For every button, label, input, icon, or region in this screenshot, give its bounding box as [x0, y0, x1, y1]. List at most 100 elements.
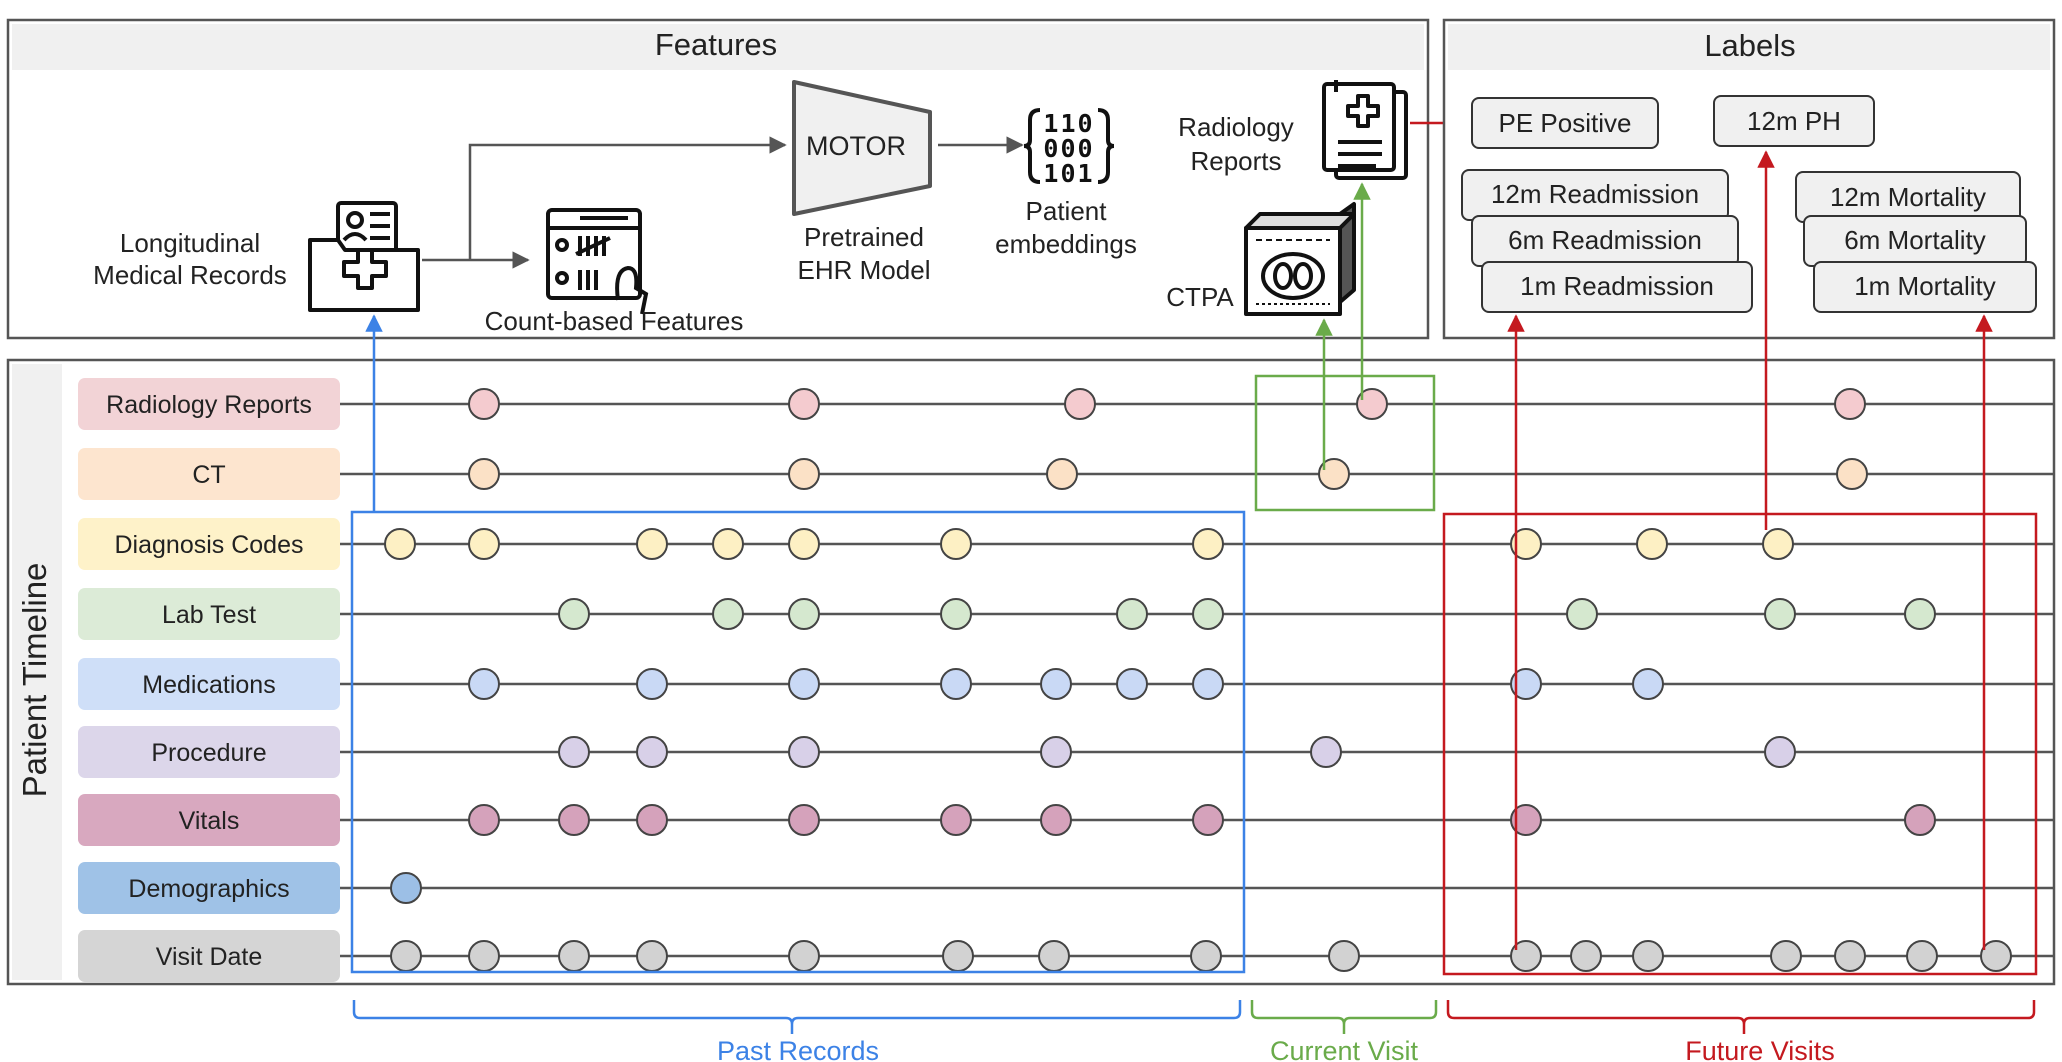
current-visit-label: Current Visit: [1270, 1036, 1419, 1062]
event-dot-ct: [1836, 458, 1868, 490]
event-dot-vitals: [1904, 804, 1936, 836]
event-dot-medications: [1116, 668, 1148, 700]
row-label-vitals: [78, 794, 340, 846]
row-label-demographics: [78, 862, 340, 914]
event-dot-lab-test: [1116, 598, 1148, 630]
features-title: Features: [655, 27, 777, 62]
current-visit-brace: [1250, 1000, 1438, 1034]
event-dot-visit-date: [1328, 940, 1360, 972]
longitudinal-label-line1: Longitudinal: [120, 228, 260, 258]
event-dot-diagnosis-codes: [1510, 528, 1542, 560]
radiology-label-line2: Reports: [1190, 146, 1281, 176]
event-dot-medications: [1040, 668, 1072, 700]
event-dot-visit-date: [468, 940, 500, 972]
embeddings-label-line1: Patient: [1026, 196, 1108, 226]
count-features-label: Count-based Features: [485, 306, 744, 336]
row-label-text-diagnosis-codes: Diagnosis Codes: [115, 531, 304, 559]
event-dot-vitals: [788, 804, 820, 836]
past-records-brace: [352, 1000, 1242, 1034]
medical-folder-icon: [308, 201, 420, 312]
event-dot-lab-test: [940, 598, 972, 630]
motor-model-block: MOTOR: [792, 80, 932, 216]
ctpa-scanner-icon: [1244, 202, 1356, 316]
event-dot-visit-date: [1632, 940, 1664, 972]
event-dot-vitals: [558, 804, 590, 836]
pretrained-label-line2: EHR Model: [798, 255, 931, 285]
label-12m-ph-text: 12m PH: [1747, 106, 1841, 136]
event-dot-medications: [1192, 668, 1224, 700]
timeline-panel: Patient Timeline Radiology ReportsCTDiag…: [6, 358, 2056, 986]
row-label-text-demographics: Demographics: [128, 875, 289, 903]
radiology-label-line1: Radiology: [1178, 112, 1294, 142]
label-1m-mortality: 1m Mortality: [1854, 271, 1996, 301]
row-label-radiology-reports: [78, 378, 340, 430]
row-label-text-vitals: Vitals: [179, 807, 240, 835]
event-dot-lab-test: [788, 598, 820, 630]
event-dot-vitals: [468, 804, 500, 836]
labels-title: Labels: [1704, 28, 1795, 63]
pretrained-label-line1: Pretrained: [804, 222, 924, 252]
timeline-axis-label: Patient Timeline: [16, 563, 53, 798]
event-dot-procedure: [788, 736, 820, 768]
row-label-visit-date: [78, 930, 340, 982]
event-dot-visit-date: [942, 940, 974, 972]
event-dot-visit-date: [1190, 940, 1222, 972]
longitudinal-label-line2: Medical Records: [93, 260, 287, 290]
event-dot-diagnosis-codes: [1192, 528, 1224, 560]
event-dot-radiology-reports: [468, 388, 500, 420]
ctpa-label: CTPA: [1166, 282, 1234, 312]
event-dot-medications: [788, 668, 820, 700]
event-dot-lab-test: [1192, 598, 1224, 630]
label-6m-mortality: 6m Mortality: [1844, 225, 1986, 255]
event-dot-procedure: [636, 736, 668, 768]
event-dot-lab-test: [1566, 598, 1598, 630]
event-dot-visit-date: [1038, 940, 1070, 972]
event-dot-radiology-reports: [1064, 388, 1096, 420]
event-dot-demographics: [390, 872, 422, 904]
label-6m-readmission: 6m Readmission: [1508, 225, 1702, 255]
event-dot-diagnosis-codes: [940, 528, 972, 560]
event-dot-diagnosis-codes: [1636, 528, 1668, 560]
future-visits-brace: [1446, 1000, 2036, 1034]
event-dot-visit-date: [1906, 940, 1938, 972]
event-dot-visit-date: [1570, 940, 1602, 972]
event-dot-vitals: [636, 804, 668, 836]
row-label-text-ct: CT: [192, 461, 225, 489]
row-label-procedure: [78, 726, 340, 778]
row-label-text-visit-date: Visit Date: [156, 943, 263, 971]
tally-board-icon: [546, 208, 649, 315]
mortality-stack: 12m Mortality 6m Mortality 1m Mortality: [1795, 171, 2037, 313]
label-12m-readmission: 12m Readmission: [1491, 179, 1699, 209]
event-dot-radiology-reports: [1356, 388, 1388, 420]
current-visit-box: [1254, 374, 1436, 512]
event-dot-lab-test: [1904, 598, 1936, 630]
event-dot-vitals: [1510, 804, 1542, 836]
future-visits-box: [1442, 512, 2038, 976]
event-dot-ct: [468, 458, 500, 490]
event-dot-lab-test: [558, 598, 590, 630]
event-dot-radiology-reports: [788, 388, 820, 420]
row-label-diagnosis-codes: [78, 518, 340, 570]
event-dot-diagnosis-codes: [1762, 528, 1794, 560]
event-dot-vitals: [1040, 804, 1072, 836]
event-dot-ct: [1046, 458, 1078, 490]
event-dot-visit-date: [636, 940, 668, 972]
event-dot-procedure: [1764, 736, 1796, 768]
event-dot-medications: [940, 668, 972, 700]
event-dot-visit-date: [1834, 940, 1866, 972]
event-dot-diagnosis-codes: [788, 528, 820, 560]
event-dot-lab-test: [712, 598, 744, 630]
readmission-stack: 12m Readmission 6m Readmission 1m Readmi…: [1461, 169, 1753, 313]
binary-row-3: 101: [1043, 159, 1094, 188]
event-dot-ct: [788, 458, 820, 490]
event-dot-visit-date: [1510, 940, 1542, 972]
binary-row-2: 000: [1043, 134, 1094, 163]
event-dot-procedure: [558, 736, 590, 768]
event-dot-procedure: [1040, 736, 1072, 768]
event-dot-visit-date: [558, 940, 590, 972]
binary-row-1: 110: [1043, 109, 1094, 138]
future-visits-label: Future Visits: [1685, 1036, 1835, 1062]
event-dot-diagnosis-codes: [468, 528, 500, 560]
